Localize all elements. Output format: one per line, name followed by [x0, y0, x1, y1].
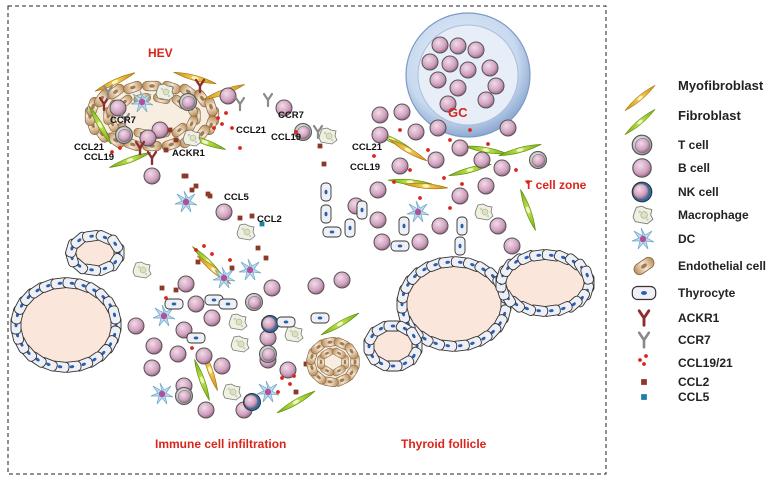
legend-item-dc: DC: [631, 227, 696, 250]
ccl5-label: CCL5: [224, 192, 250, 203]
diagram-frame: [7, 5, 607, 475]
immune-infiltration-label: Immune cell infiltration: [155, 437, 286, 451]
ccl21-label-right: CCL21: [352, 142, 383, 153]
thyroid-follicle-label: Thyroid follicle: [401, 437, 487, 451]
legend-label-ccl2: CCL2: [678, 375, 710, 389]
follicle-large-right: [395, 255, 513, 353]
ccr7-label-mid: CCR7: [278, 110, 304, 121]
germinal-center: [405, 12, 531, 138]
ccl21-label-hev: CCL21: [74, 142, 105, 153]
legend-label-thyrocyte: Thyrocyte: [678, 286, 736, 300]
legend-item-ccl1921: CCL19/21: [638, 354, 733, 370]
legend-item-tcell: T cell: [631, 134, 709, 156]
legend-item-ccl2: CCL2: [641, 375, 710, 389]
ackr1-label: ACKR1: [172, 148, 205, 159]
thyrocyte-chain: [320, 182, 468, 256]
t-cell-zone-label: T cell zone: [525, 178, 587, 192]
legend-item-fibroblast: Fibroblast: [622, 107, 742, 137]
legend-item-macrophage: Macrophage: [632, 205, 749, 225]
legend-item-ccr7: CCR7: [637, 331, 711, 349]
legend-label-dc: DC: [678, 232, 696, 246]
legend-label-ccr7: CCR7: [678, 333, 711, 347]
legend-item-thyrocyte: Thyrocyte: [631, 285, 736, 301]
legend-label-ccl5: CCL5: [678, 390, 710, 404]
legend-label-myofibroblast: Myofibroblast: [678, 78, 764, 93]
legend-label-endothelial: Endothelial cell: [678, 259, 766, 273]
legend-item-ackr1: ACKR1: [637, 309, 720, 327]
follicle-right: [494, 248, 596, 318]
legend-item-nkcell: NK cell: [631, 181, 719, 203]
thyroid-follicles: [9, 228, 596, 374]
legend-label-macrophage: Macrophage: [678, 208, 749, 222]
hev-label: HEV: [148, 46, 173, 60]
ccl2-label: CCL2: [257, 214, 282, 225]
legend-label-nkcell: NK cell: [678, 185, 719, 199]
ccl21-label-mid: CCL21: [236, 125, 267, 136]
gc-label: GC: [448, 105, 468, 120]
legend-label-ccl1921: CCL19/21: [678, 356, 733, 370]
follicle-small-bottom: [362, 319, 424, 373]
legend-label-fibroblast: Fibroblast: [678, 108, 742, 123]
legend-label-ackr1: ACKR1: [678, 311, 720, 325]
follicle-small-top-left: [64, 228, 125, 278]
legend-item-ccl5: CCL5: [641, 390, 710, 404]
ccl19-label-right: CCL19: [350, 162, 380, 173]
immune-infiltration-cluster: [127, 244, 361, 419]
legend-label-bcell: B cell: [678, 161, 710, 175]
legend: Myofibroblast Fibroblast T cell B cell N…: [622, 78, 766, 404]
follicle-large-left: [9, 276, 123, 374]
ccl19-label-mid: CCL19: [271, 132, 301, 143]
legend-item-endothelial: Endothelial cell: [631, 254, 766, 278]
legend-item-bcell: B cell: [632, 158, 710, 178]
ccr7-label-hev: CCR7: [110, 115, 136, 126]
hev-vessel: [84, 69, 247, 197]
ccl19-label-hev: CCL19: [84, 152, 114, 163]
hev-vessel-lower: [304, 335, 361, 389]
legend-item-myofibroblast: Myofibroblast: [622, 78, 764, 113]
legend-label-tcell: T cell: [678, 138, 709, 152]
